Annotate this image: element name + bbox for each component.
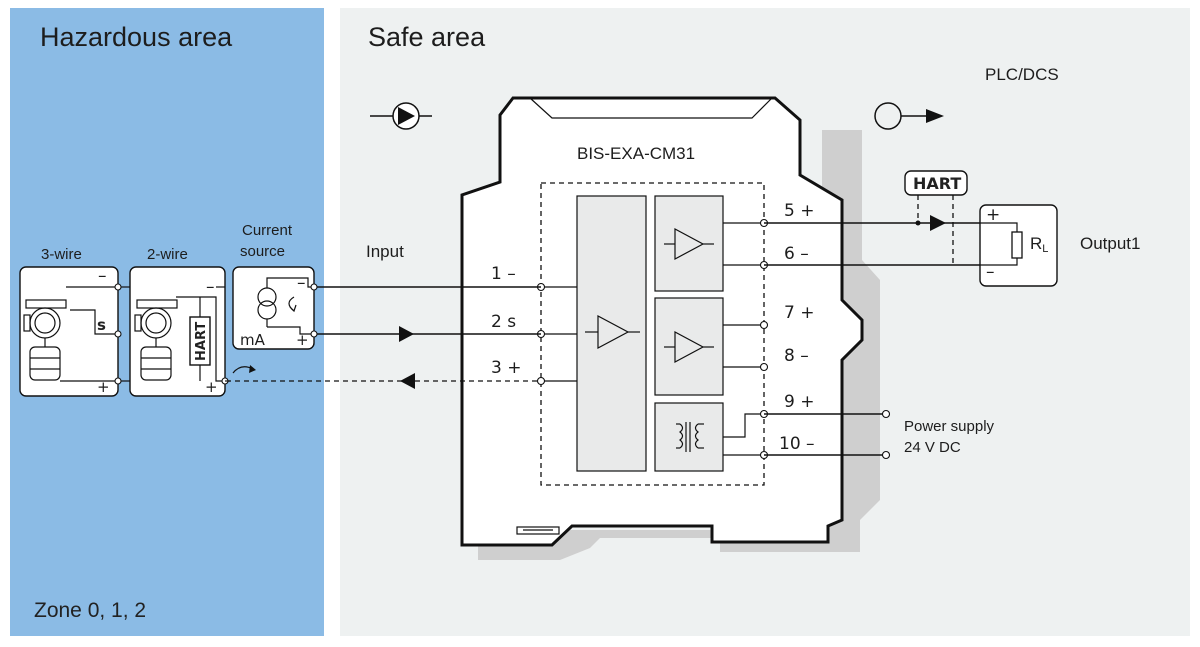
current-source-icon [257,282,297,327]
safe-area-title: Safe area [368,22,486,52]
input-amplifier-icon [585,315,640,349]
power-voltage-label: 24 V DC [904,439,961,456]
transformer-icon [676,422,704,452]
two-wire-label: 2-wire [147,246,188,263]
terminal-8-label: 8 – [784,346,809,366]
three-wire-transmitter: s – + [19,266,122,397]
current-source-label-1: Current [242,222,293,239]
terminal-7-label: 7 + [784,303,814,323]
zone-label: Zone 0, 1, 2 [34,599,146,622]
current-source-label-2: source [240,243,285,260]
load-resistor [1011,231,1023,259]
three-wire-minus: – [98,266,107,286]
input-label: Input [366,242,404,261]
terminal-5-label: 5 + [784,201,814,221]
terminal-9-label: 9 + [784,392,814,412]
output-amplifier-1-icon [664,227,714,261]
two-wire-transmitter: HART – + [129,266,226,397]
output-current-arrow [930,215,946,231]
current-source-minus: – [297,273,306,293]
power-terminal-plus [881,409,891,419]
two-wire-hart: HART [194,322,209,361]
terminal-3 [536,376,546,386]
terminal-6-label: 6 – [784,244,809,264]
transmitter-icon [134,299,178,381]
power-supply-label: Power supply [904,418,995,435]
hart-label: HART [913,174,961,193]
two-wire-plus: + [205,378,218,396]
hart-modem-tap: HART [904,170,968,265]
current-source-unit: mA [240,331,266,349]
output-label: Output1 [1080,234,1141,253]
terminal-1-label: 1 – [491,264,516,284]
module-internal-frame [540,182,765,486]
two-wire-minus: – [206,277,215,297]
input-current-arrow [399,326,414,342]
module-name: BIS-EXA-CM31 [577,144,695,163]
three-wire-label: 3-wire [41,246,82,263]
output-direction-icon [874,102,944,130]
terminal-7 [759,320,769,330]
load-resistor-label: RL [1030,234,1048,255]
terminal-8 [759,362,769,372]
output-amplifier-2-icon [664,330,714,364]
three-wire-s: s [97,316,106,334]
plc-minus: – [986,262,995,282]
terminal-2-label: 2 s [491,312,516,332]
input-direction-icon [370,102,432,130]
current-source: mA – + [232,266,318,350]
din-rail-clip [516,526,560,535]
terminal-10-label: 10 – [779,434,815,454]
hazardous-area-title: Hazardous area [40,22,233,52]
power-terminal-minus [881,450,891,460]
current-source-plus: + [296,331,309,349]
plc-plus: + [986,205,1000,225]
return-current-arrow [400,373,415,389]
input-amplifier-block [576,195,647,472]
terminal-3-label: 3 + [491,358,521,378]
plc-dcs-label: PLC/DCS [985,65,1059,84]
transmitter-icon [23,299,67,381]
power-supply-block [654,402,724,472]
three-wire-plus: + [97,378,110,396]
